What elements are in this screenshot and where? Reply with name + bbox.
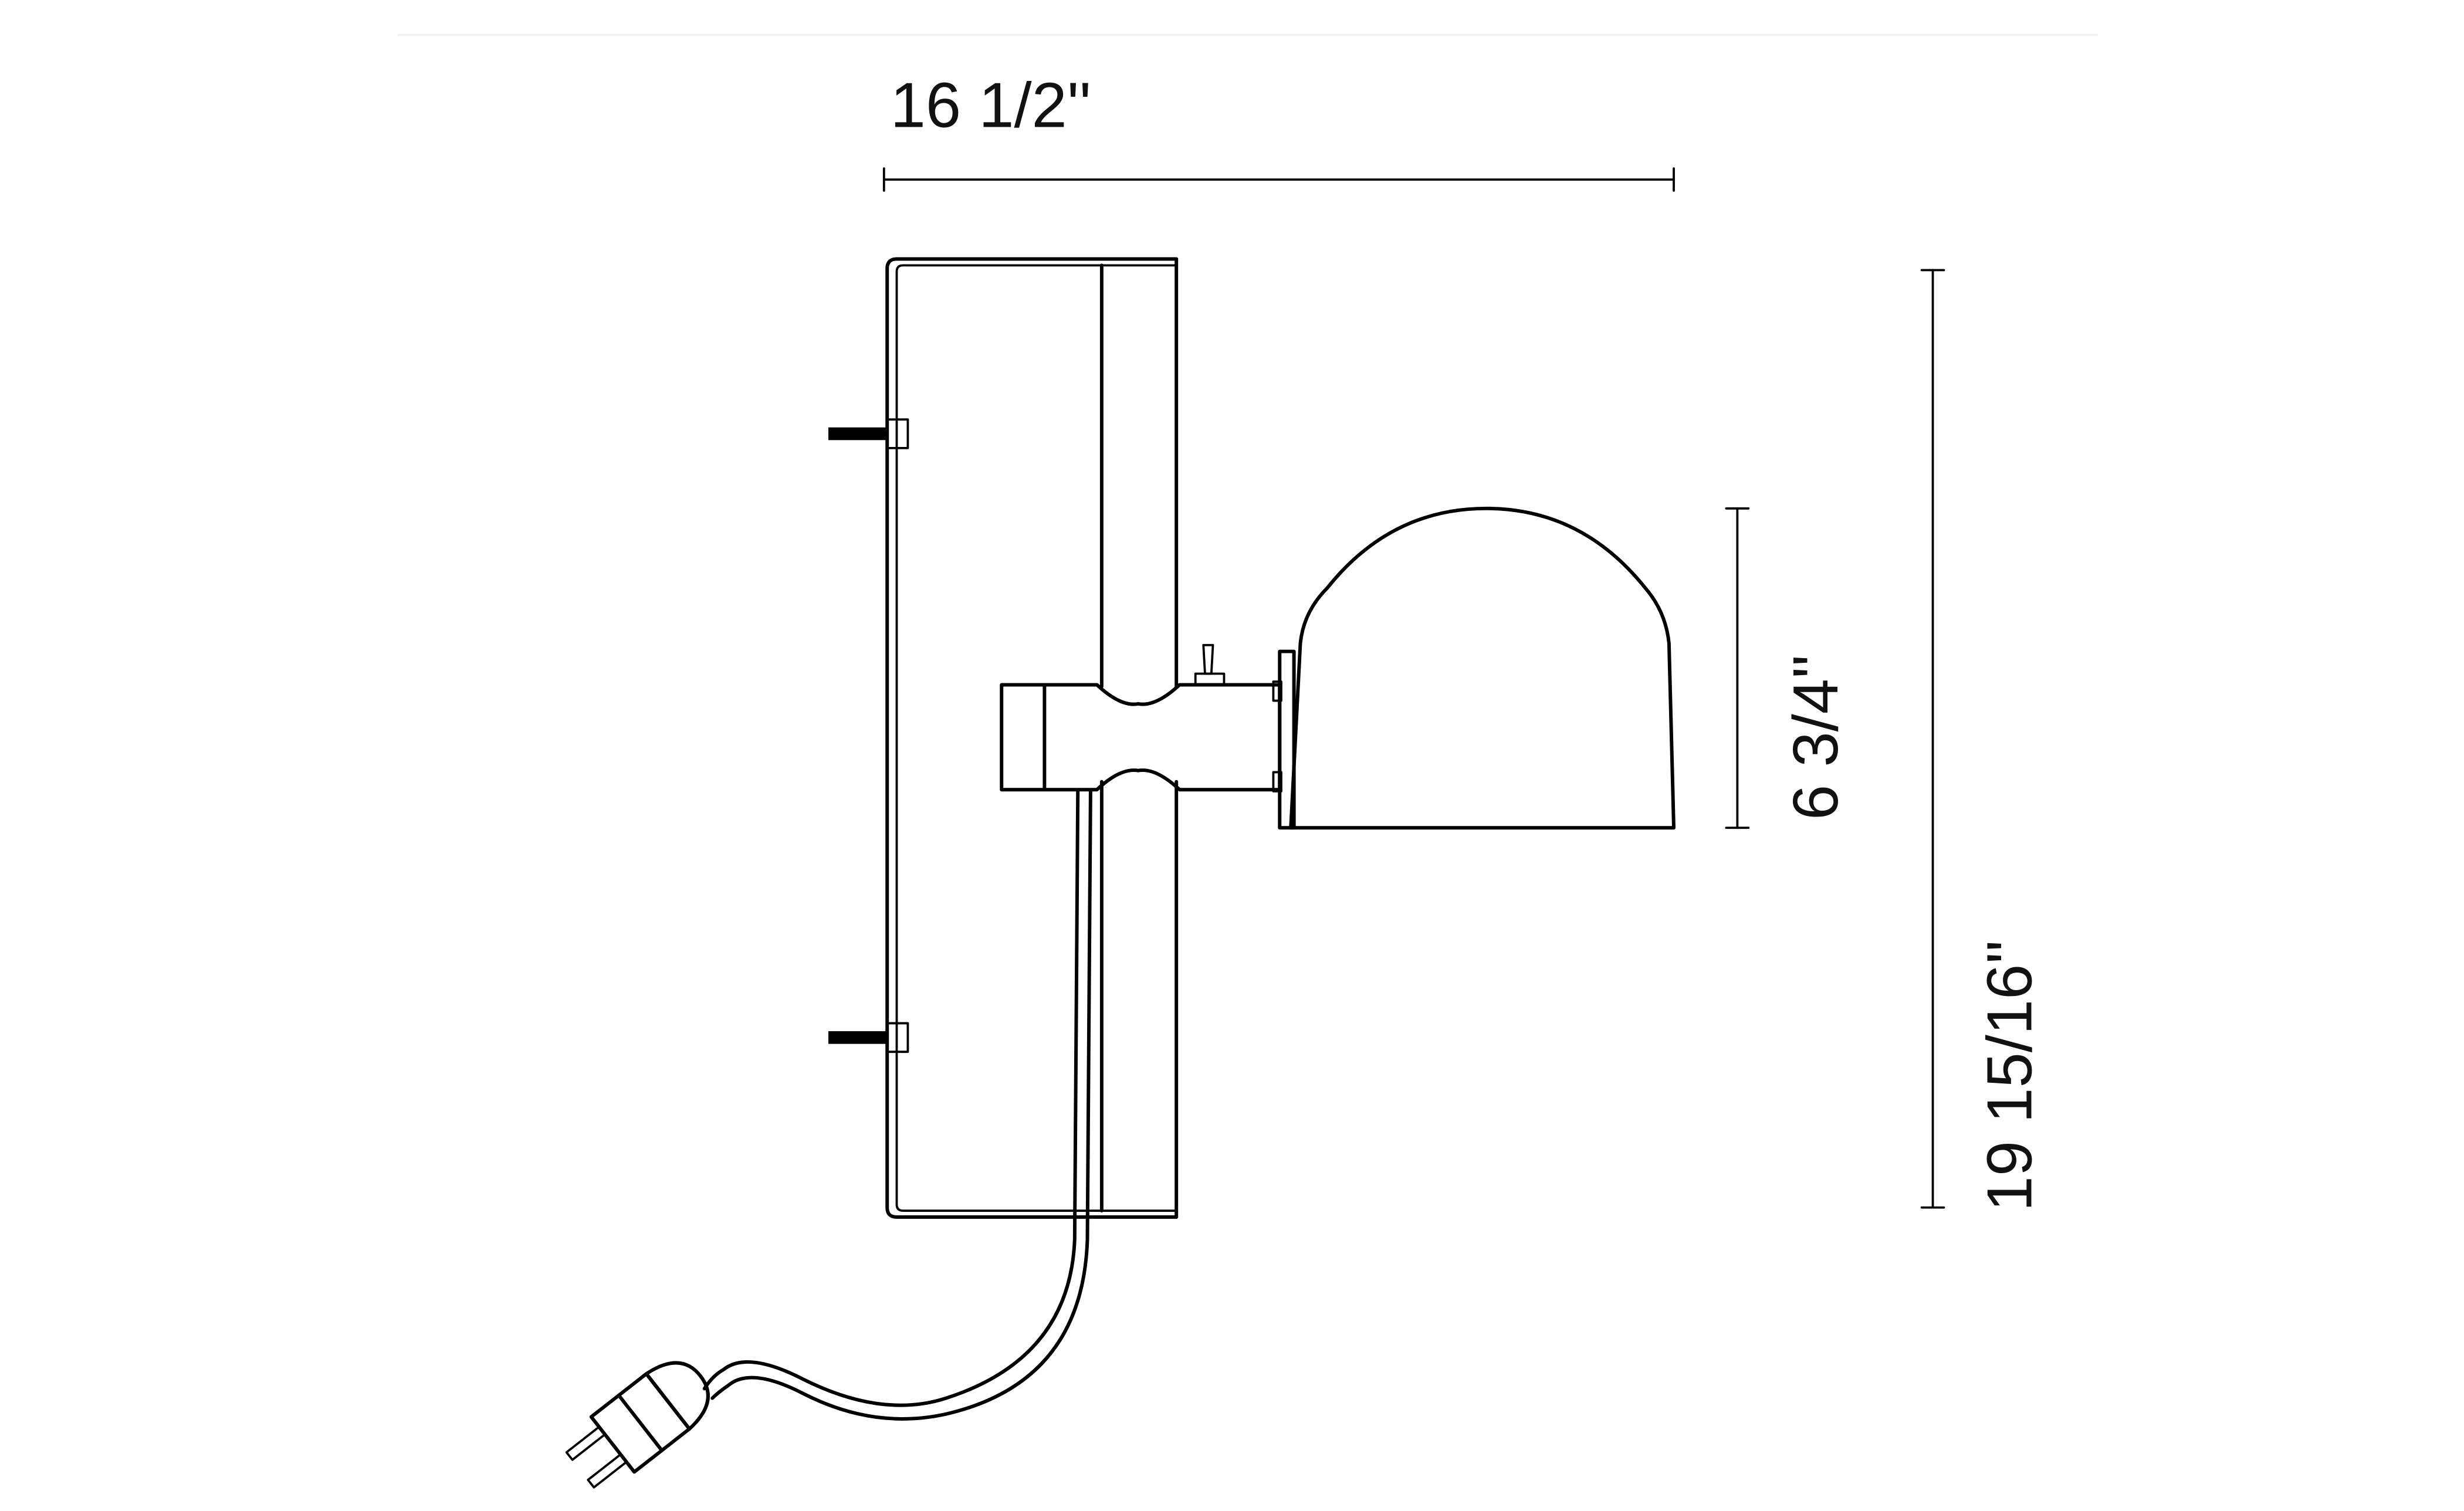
height-dimension: 19 15/16'' [1920,269,2045,1211]
lamp-shade [1289,506,1676,830]
toggle-switch [1194,643,1226,686]
clamp [1000,683,1282,792]
shade-height-dimension: 6 3/4'' [1725,507,1851,829]
shade-height-label: 6 3/4'' [1780,655,1851,820]
plug [565,1361,710,1489]
screw-bottom [828,1022,909,1053]
width-dimension: 16 1/2'' [882,70,1675,192]
height-label: 19 15/16'' [1974,940,2045,1211]
backplate [885,257,1179,1219]
screw-top [828,418,909,449]
power-cord [702,788,1092,1421]
width-label: 16 1/2'' [891,70,1092,141]
